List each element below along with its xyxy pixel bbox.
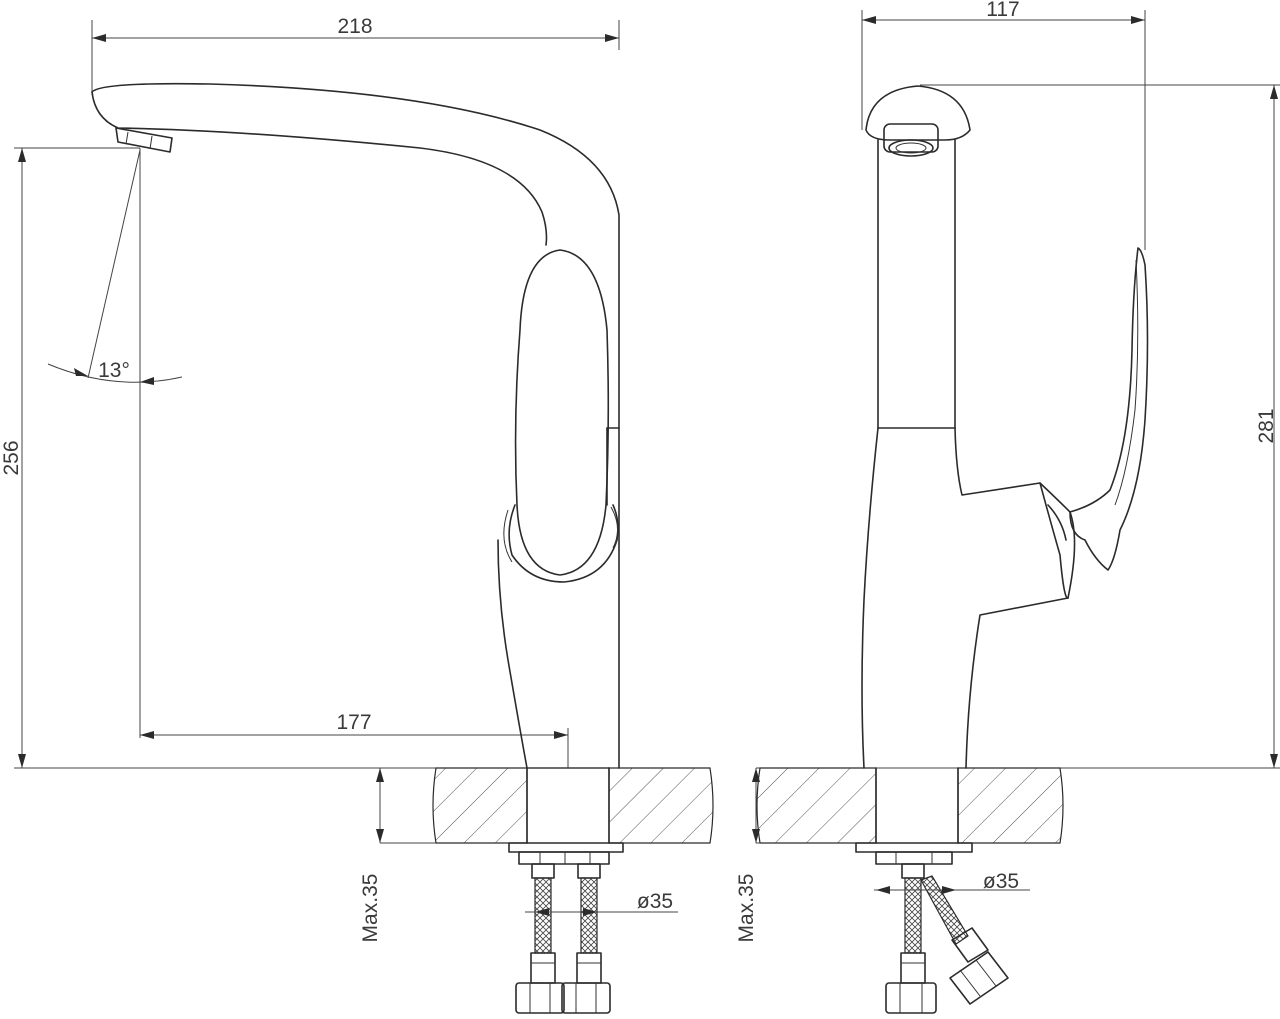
dimension-256: 256 — [0, 147, 140, 769]
side-view: 117 281 — [735, 0, 1280, 1014]
dimension-177: 177 — [140, 711, 569, 768]
dimension-218: 218 — [91, 15, 620, 95]
dimension-281: 281 — [920, 84, 1280, 768]
dia35-front-label: ø35 — [637, 890, 673, 913]
front-fixing-hardware — [508, 842, 624, 1014]
dimension-dia35-side: ø35 — [874, 870, 1030, 894]
side-countertop — [756, 767, 1280, 844]
front-view: 218 256 13° 177 — [0, 15, 714, 1014]
dimension-dia35-front: ø35 — [525, 890, 678, 916]
dimension-max35-front: Max.35 — [359, 768, 384, 942]
dia35-side-label: ø35 — [983, 870, 1019, 893]
dimension-256-label: 256 — [0, 440, 23, 475]
front-countertop — [22, 767, 714, 844]
dimension-218-label: 218 — [337, 15, 372, 38]
dimension-117-label: 117 — [986, 0, 1019, 21]
dimension-177-label: 177 — [336, 711, 371, 734]
front-faucet-body — [91, 82, 620, 769]
side-faucet-body — [861, 85, 1149, 769]
max35-front-label: Max.35 — [359, 874, 382, 943]
dimension-281-label: 281 — [1255, 408, 1278, 443]
dimension-max35-side: Max.35 — [735, 768, 760, 942]
angle-13: 13° — [47, 148, 183, 738]
max35-side-label: Max.35 — [735, 874, 758, 943]
dimension-117: 117 — [861, 0, 1146, 250]
side-fixing-hardware — [855, 842, 1009, 1014]
angle-13-label: 13° — [98, 359, 130, 382]
